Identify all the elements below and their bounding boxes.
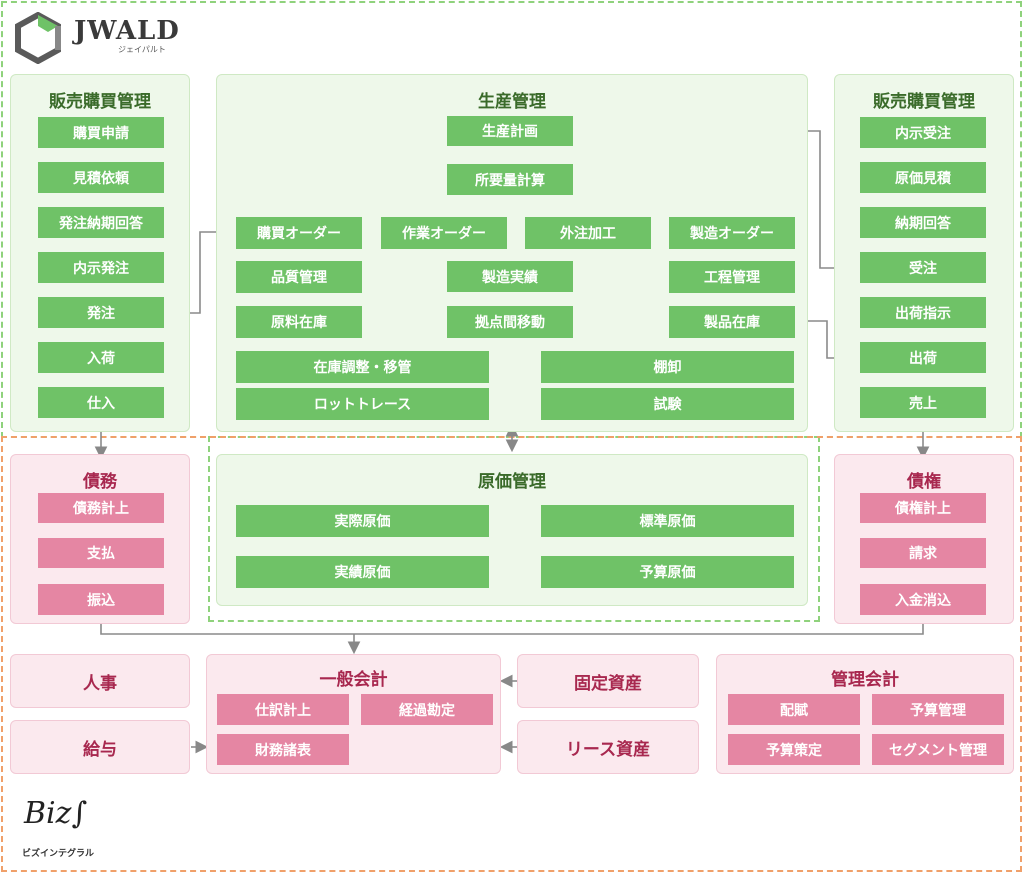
purchase-item-receiving[interactable]: 入荷 (38, 342, 164, 373)
sales-item-delivery-reply[interactable]: 納期回答 (860, 207, 986, 238)
fixed-assets-panel[interactable]: 固定資産 (517, 654, 699, 708)
payables-item-payment[interactable]: 支払 (38, 538, 164, 568)
fixed-assets-label: 固定資産 (574, 673, 642, 694)
purchase-item-stocking[interactable]: 仕入 (38, 387, 164, 418)
cost-actual[interactable]: 実際原価 (236, 505, 489, 537)
production-test[interactable]: 試験 (541, 388, 794, 420)
production-mrp[interactable]: 所要量計算 (447, 164, 573, 195)
production-results[interactable]: 製造実績 (447, 261, 573, 292)
sales-title: 販売購買管理 (873, 92, 975, 112)
payables-item-transfer[interactable]: 振込 (38, 584, 164, 615)
receivables-item-billing[interactable]: 請求 (860, 538, 986, 568)
sales-item-shipping[interactable]: 出荷 (860, 342, 986, 373)
biz-logo-sub: ビズインテグラル (22, 849, 95, 859)
cost-title: 原価管理 (478, 472, 546, 492)
cost-results[interactable]: 実績原価 (236, 556, 489, 588)
production-process[interactable]: 工程管理 (669, 261, 795, 293)
personnel-label: 人事 (83, 673, 117, 694)
mgmt-item-segment[interactable]: セグメント管理 (872, 734, 1004, 765)
production-quality[interactable]: 品質管理 (236, 261, 362, 293)
production-material-stock[interactable]: 原料在庫 (236, 306, 362, 338)
purchase-title: 販売購買管理 (49, 92, 151, 112)
purchase-item-request[interactable]: 購買申請 (38, 117, 164, 148)
gl-item-statements[interactable]: 財務諸表 (217, 734, 349, 765)
lease-assets-label: リース資産 (565, 739, 651, 760)
jwald-logo-icon (15, 12, 61, 64)
biz-logo-text: Biz∫ (24, 796, 88, 831)
receivables-item-clearing[interactable]: 入金消込 (860, 584, 986, 615)
receivables-title: 債権 (907, 472, 941, 492)
production-plan[interactable]: 生産計画 (447, 116, 573, 146)
sales-item-shipping-instruction[interactable]: 出荷指示 (860, 297, 986, 328)
sales-item-forecast[interactable]: 内示受注 (860, 117, 986, 148)
production-inventory[interactable]: 棚卸 (541, 351, 794, 383)
gl-title: 一般会計 (319, 670, 388, 690)
production-stock-adjust[interactable]: 在庫調整・移管 (236, 351, 489, 383)
gl-item-accrual[interactable]: 経過勘定 (361, 694, 493, 725)
production-purchase-order[interactable]: 購買オーダー (236, 217, 362, 249)
mgmt-item-budget-planning[interactable]: 予算策定 (728, 734, 860, 765)
payroll-panel[interactable]: 給与 (10, 720, 190, 774)
cost-budget[interactable]: 予算原価 (541, 556, 794, 588)
jwald-logo-sub: ジェイパルト (118, 45, 166, 54)
lease-assets-panel[interactable]: リース資産 (517, 720, 699, 774)
production-work-order[interactable]: 作業オーダー (381, 217, 507, 249)
purchase-item-forecast-order[interactable]: 内示発注 (38, 252, 164, 283)
purchase-item-order-reply[interactable]: 発注納期回答 (38, 207, 164, 238)
production-lot-trace[interactable]: ロットトレース (236, 388, 489, 420)
jwald-logo-text: JWALD (74, 16, 180, 46)
sales-item-order[interactable]: 受注 (860, 252, 986, 283)
purchase-item-order[interactable]: 発注 (38, 297, 164, 328)
sales-item-cost-estimate[interactable]: 原価見積 (860, 162, 986, 193)
purchase-item-quote[interactable]: 見積依頼 (38, 162, 164, 193)
production-product-stock[interactable]: 製品在庫 (669, 306, 795, 338)
payables-title: 債務 (83, 472, 117, 492)
production-outsourcing[interactable]: 外注加工 (525, 217, 651, 249)
gl-item-journal[interactable]: 仕訳計上 (217, 694, 349, 725)
receivables-item-booking[interactable]: 債権計上 (860, 493, 986, 523)
mgmt-title: 管理会計 (831, 670, 899, 690)
production-manufacturing-order[interactable]: 製造オーダー (669, 217, 795, 249)
payables-item-booking[interactable]: 債務計上 (38, 493, 164, 523)
cost-standard[interactable]: 標準原価 (541, 505, 794, 537)
sales-item-sales[interactable]: 売上 (860, 387, 986, 418)
mgmt-item-budget-management[interactable]: 予算管理 (872, 694, 1004, 725)
payroll-label: 給与 (83, 739, 117, 760)
production-transfer[interactable]: 拠点間移動 (447, 306, 573, 338)
personnel-panel[interactable]: 人事 (10, 654, 190, 708)
production-title: 生産管理 (478, 92, 546, 112)
mgmt-item-allocation[interactable]: 配賦 (728, 694, 860, 725)
